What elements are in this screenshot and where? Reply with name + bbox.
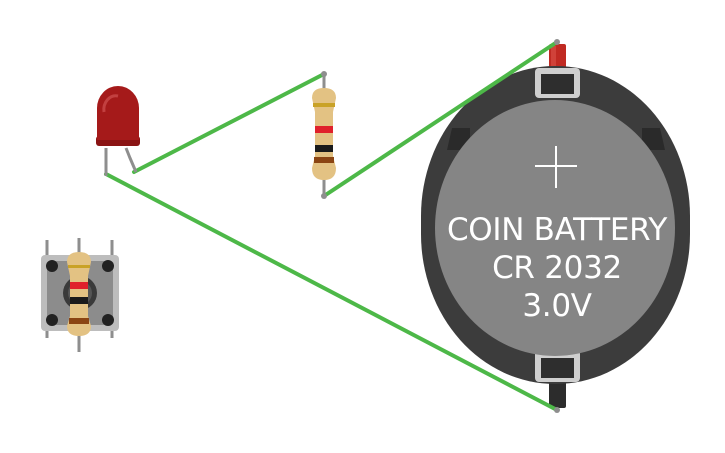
- wire-resistor-to-battery-positive[interactable]: [322, 40, 559, 198]
- battery-title: COIN BATTERY: [447, 212, 667, 248]
- resistor-band-1: [313, 103, 335, 107]
- led-icon: [97, 86, 139, 140]
- resistor-band-4: [314, 157, 334, 163]
- resistor-band-2: [315, 126, 333, 133]
- battery-model: CR 2032: [492, 250, 622, 286]
- wires: [104, 40, 559, 412]
- battery-face: [435, 100, 675, 356]
- battery-voltage: 3.0V: [522, 288, 591, 324]
- negative-terminal[interactable]: [549, 378, 566, 408]
- pushbutton[interactable]: [41, 238, 119, 352]
- led[interactable]: [96, 86, 140, 176]
- resistor-band-3: [315, 145, 333, 152]
- coin-battery[interactable]: COIN BATTERY CR 2032 3.0V: [421, 44, 690, 408]
- wire-led-to-battery-negative[interactable]: [104, 172, 559, 412]
- wire-led-to-resistor[interactable]: [132, 72, 326, 174]
- resistor[interactable]: [312, 74, 336, 196]
